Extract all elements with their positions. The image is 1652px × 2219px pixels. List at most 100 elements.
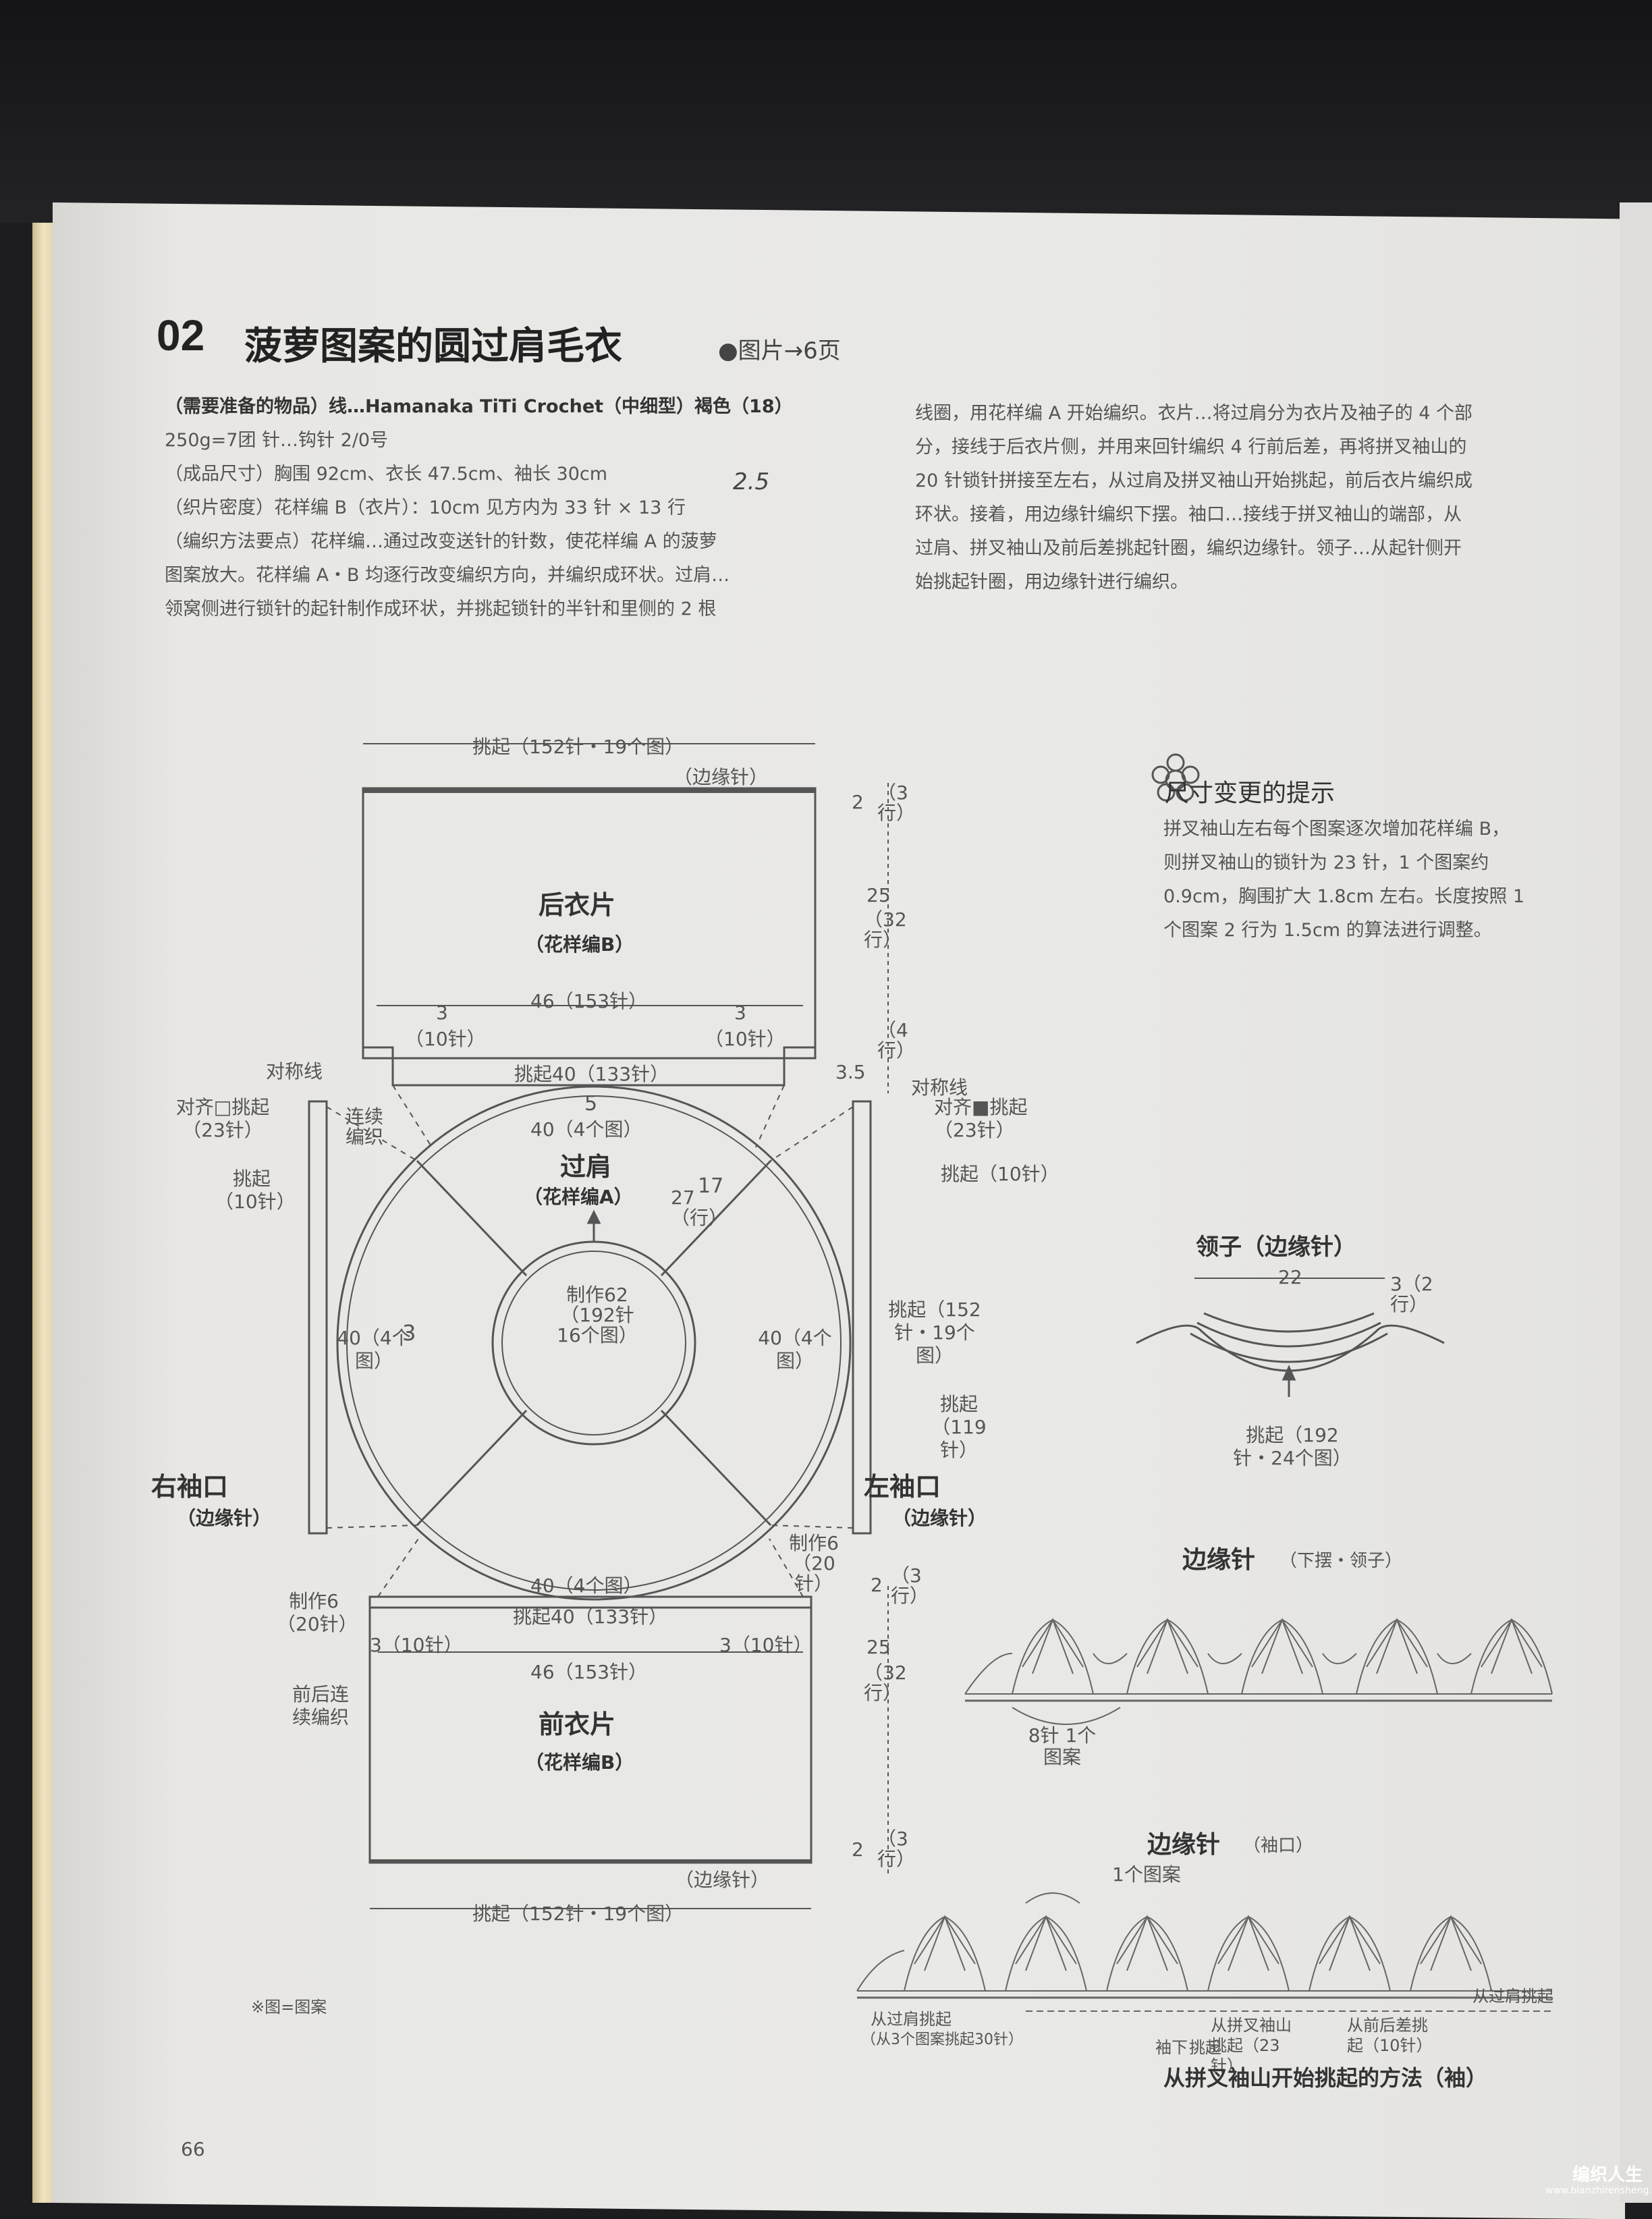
edging-cuff-title: 边缘针 (1147, 1831, 1221, 1859)
neck-center: 制作62（192针 16个图） (557, 1284, 638, 1346)
pickup-method-title: 从拼叉袖山开始挑起的方法（袖） (1163, 2065, 1488, 2091)
from-yoke-right: 从过肩挑起 (1472, 1987, 1553, 2006)
yoke-name: 过肩 (560, 1152, 612, 1182)
front-dim-main: 25 (866, 1636, 891, 1658)
left-sleeve-cuff (852, 1100, 872, 1535)
edging-hem-sub: （下摆・领子） (1279, 1551, 1403, 1571)
yoke-bottom: 40（4个图） (530, 1574, 642, 1597)
facing-page (1620, 202, 1652, 2203)
front-dim-main-rows: （32行） (864, 1662, 907, 1704)
watermark-url: www.bianzhirensheng.com (1545, 2185, 1652, 2196)
tips-line-4: 个图案 2 行为 1.5cm 的算法进行调整。 (1163, 920, 1492, 941)
right-sleeve-pickup: 挑起（10针） (215, 1168, 296, 1213)
method-line-6: 20 针锁针拼接至左右，从过肩及拼叉袖山开始挑起，前后衣片编织成 (915, 470, 1472, 491)
from-diff: 从前后差挑起（10针） (1347, 2016, 1433, 2055)
collar-diagram (1136, 1278, 1445, 1397)
front-dim-top-rows: （3行） (891, 1564, 929, 1607)
left-sleeve-name: 左袖口 (864, 1472, 941, 1502)
back-panel-name: 后衣片 (539, 890, 616, 920)
materials-line: （需要准备的物品）线…Hamanaka TiTi Crochet（中细型）褐色（… (165, 396, 793, 417)
back-dim-top-rows: （3行） (877, 782, 916, 824)
back-bottom-pickup: 挑起40（133针） (514, 1063, 669, 1085)
left-sleeve-pickup-119: 挑起（119针） (931, 1393, 987, 1461)
front-panel-name: 前衣片 (539, 1709, 616, 1739)
right-sleeve-align: 对齐□挑起（23针） (175, 1096, 270, 1141)
method-line-9: 始挑起针圈，用边缘针进行编织。 (915, 572, 1188, 593)
front-continuous: 前后连续编织 (292, 1683, 349, 1728)
method-line-7: 环状。接着，用边缘针编织下摆。袖口…接线于拼叉袖山的端部，从 (915, 504, 1462, 525)
back-top-edge: （边缘针） (673, 766, 769, 788)
symmetry-line-left: 对称线 (266, 1060, 323, 1083)
pickup-label: 挑起 (1189, 2038, 1221, 2057)
back-width: 46（153针） (530, 990, 648, 1012)
edging-cuff-sub: （袖口） (1243, 1836, 1314, 1856)
collar-rows: 3（2行） (1390, 1273, 1433, 1315)
front-panel-pattern: （花样编B） (525, 1751, 634, 1774)
size-line: （成品尺寸）胸围 92cm、衣长 47.5cm、袖长 30cm (165, 464, 608, 485)
underarm-label: 袖下 (1155, 2038, 1188, 2057)
back-side-left: （10针） (405, 1028, 486, 1050)
back-dim-diff-rows: （4行） (877, 1019, 916, 1062)
intro-left: （需要准备的物品）线…Hamanaka TiTi Crochet（中细型）褐色（… (165, 390, 893, 626)
method-line-2: 图案放大。花样编 A・B 均逐行改变编织方向，并编织成环状。过肩… (165, 565, 730, 586)
back-panel-pattern: （花样编B） (525, 933, 634, 956)
method-line-3: 领窝侧进行锁针的起针制作成环状，并挑起锁针的半针和里侧的 2 根 (165, 599, 717, 620)
yoke-depth-hand: 17 (698, 1174, 724, 1198)
edging-chart-hem (964, 1618, 1553, 1725)
from-gusset: 从拼叉袖山挑起（23针） (1211, 2016, 1292, 2075)
page-title: 菠萝图案的圆过肩毛衣 (244, 325, 622, 368)
back-panel-shape (362, 787, 817, 1060)
from-yoke-note: （从3个图案挑起30针） (861, 2031, 1023, 2048)
back-dim-main: 25 (866, 884, 891, 906)
edging-hem-repeat: 8针 1个图案 (1028, 1724, 1097, 1768)
yoke-left: 40（4个图） (337, 1327, 411, 1372)
tips-body: 拼叉袖山左右每个图案逐次增加花样编 B， 则拼叉袖山的锁针为 23 针，1 个图… (1163, 813, 1524, 948)
back-dim-top: 2 (852, 791, 864, 813)
right-sleeve-name: 右袖口 (151, 1472, 229, 1502)
from-yoke-left: 从过肩挑起 (871, 2010, 952, 2029)
continuous-knit-label: 连续编织 (346, 1105, 384, 1148)
back-dim-main-rows: （32行） (864, 908, 907, 951)
yoke-pattern: （花样编A） (524, 1186, 633, 1208)
front-top-pickup: 挑起40（133针） (513, 1606, 668, 1628)
tips-line-1: 拼叉袖山左右每个图案逐次增加花样编 B， (1163, 819, 1510, 840)
back-dim-35: 3.5 (835, 1061, 866, 1083)
yoke-right: 40（4个图） (758, 1327, 832, 1372)
right-sleeve-cuff (308, 1100, 328, 1535)
collar-title: 领子（边缘针） (1196, 1234, 1356, 1261)
back-top-pickup: 挑起（152针・19个图） (472, 736, 684, 758)
collar-width: 22 (1278, 1266, 1302, 1288)
left-sleeve-edge: （边缘针） (892, 1507, 987, 1529)
left-sleeve-align: 对齐■挑起（23针） (934, 1096, 1028, 1141)
needle-line: 250g=7团 针…钩针 2/0号 (165, 430, 389, 451)
photo-reference: ●图片→6页 (718, 337, 841, 364)
edging-chart-cuff (856, 1892, 1552, 2012)
pattern-number: 02 (157, 311, 205, 360)
background-top (0, 0, 1652, 223)
tips-title: 尺寸变更的提示 (1165, 779, 1336, 807)
edging-hem-title: 边缘针 (1182, 1546, 1256, 1574)
method-line-5: 分，接线于后衣片侧，并用来回针编织 4 行前后差，再将拼叉袖山的 (915, 437, 1467, 458)
gauge-line: （织片密度）花样编 B（衣片）：10cm 见方内为 33 针 × 13 行 (165, 497, 686, 518)
right-sleeve-edge: （边缘针） (177, 1507, 272, 1529)
legend-note: ※图=图案 (251, 1998, 327, 2017)
watermark-logo: 编织人生 (1572, 2165, 1643, 2185)
back-side-left-num: 3 (436, 1002, 448, 1024)
method-line-8: 过肩、拼叉袖山及前后差挑起针圈，编织边缘针。领子…从起针侧开 (915, 538, 1462, 559)
front-side-right: 3（10针） (719, 1634, 813, 1656)
intro-right: 线圈，用花样编 A 开始编织。衣片…将过肩分为衣片及袖子的 4 个部 分，接线于… (915, 397, 1603, 599)
front-width: 46（153针） (530, 1661, 648, 1683)
yoke-top: 40（4个图） (530, 1118, 642, 1141)
front-bottom-edge: （边缘针） (675, 1869, 770, 1891)
front-dim-bottom: 2 (852, 1838, 864, 1861)
collar-pickup: 挑起（192针・24个图） (1233, 1424, 1352, 1469)
back-side-right: （10针） (705, 1028, 786, 1050)
front-dim-top: 2 (871, 1574, 883, 1596)
method-line-1: （编织方法要点）花样编…通过改变送针的针数，使花样编 A 的菠萝 (165, 531, 717, 552)
yoke-depth: 27（行） (671, 1186, 727, 1229)
front-side-left: 3（10针） (370, 1634, 463, 1656)
handwritten-note: 2.5 (733, 468, 770, 495)
left-sleeve-pickup-big: 挑起（152针・19个图） (888, 1298, 981, 1367)
front-dim-bottom-rows: （3行） (877, 1828, 916, 1870)
